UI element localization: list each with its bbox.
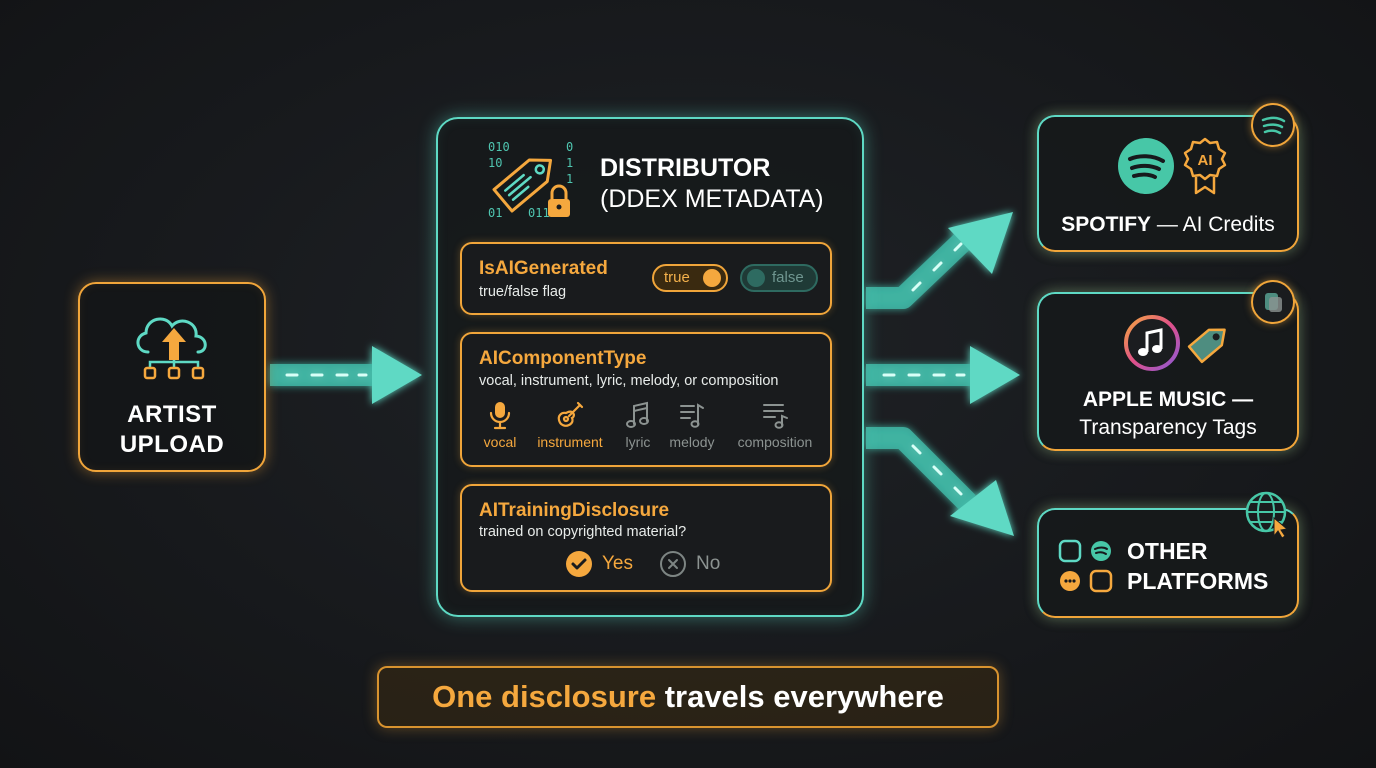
- spotify-corner-badge: [1251, 103, 1295, 147]
- other-platforms-label: OTHER PLATFORMS: [1127, 538, 1269, 594]
- spotify-label: SPOTIFY — AI Credits: [1061, 213, 1275, 236]
- platform-apple-music: APPLE MUSIC — Transparency Tags: [1037, 280, 1299, 451]
- svg-text:0: 0: [566, 140, 573, 154]
- layers-icon: [1265, 293, 1282, 312]
- toggle-knob: [747, 269, 765, 287]
- globe-cursor-icon: [1245, 491, 1289, 539]
- melody-icon: [680, 403, 704, 428]
- metadata-tag-icon: 010 10 0 1 01 011 1: [488, 140, 573, 220]
- app-grid-icon: [1058, 539, 1113, 593]
- apple-corner-badge: [1251, 280, 1295, 324]
- ai-award-badge-icon: AI: [1183, 137, 1227, 195]
- svg-text:10: 10: [488, 156, 502, 170]
- field-is-ai-generated: IsAIGenerated true/false flag true false: [460, 242, 832, 315]
- component-option-vocal[interactable]: vocal: [480, 400, 520, 450]
- spotify-logo-icon: [1118, 138, 1174, 194]
- apple-music-label: APPLE MUSIC — Transparency Tags: [1079, 388, 1257, 439]
- svg-text:011: 011: [528, 206, 550, 220]
- toggle-false[interactable]: false: [740, 264, 818, 292]
- svg-text:1: 1: [566, 172, 573, 186]
- check-icon: [566, 551, 592, 577]
- toggle-knob: [703, 269, 721, 287]
- field-description: vocal, instrument, lyric, melody, or com…: [479, 373, 779, 389]
- svg-text:01: 01: [488, 206, 502, 220]
- option-yes[interactable]: Yes: [566, 550, 633, 578]
- component-option-instrument[interactable]: instrument: [530, 400, 610, 450]
- field-name: IsAIGenerated: [479, 258, 608, 279]
- toggle-true[interactable]: true: [652, 264, 728, 292]
- artist-upload-label: ARTIST UPLOAD: [119, 401, 225, 458]
- composition-icon: [763, 404, 788, 429]
- svg-text:1: 1: [566, 156, 573, 170]
- distributor-title: DISTRIBUTOR (DDEX METADATA): [600, 154, 824, 213]
- option-no[interactable]: No: [660, 550, 720, 578]
- field-description: true/false flag: [479, 284, 567, 300]
- music-note-icon: [626, 401, 649, 428]
- platform-other: OTHER PLATFORMS: [1037, 491, 1299, 618]
- component-option-composition[interactable]: composition: [730, 400, 820, 450]
- cloud-upload-icon: [136, 317, 207, 380]
- tag-icon: [1187, 328, 1226, 364]
- microphone-icon: [489, 402, 511, 430]
- arrow-artist-to-distributor: [270, 346, 422, 404]
- guitar-icon: [557, 401, 584, 427]
- platform-spotify: AI SPOTIFY — AI Credits: [1037, 103, 1299, 252]
- svg-text:010: 010: [488, 140, 510, 154]
- x-circle-icon: [660, 551, 686, 577]
- svg-text:AI: AI: [1198, 152, 1213, 169]
- tagline-banner: One disclosure travels everywhere: [377, 666, 999, 728]
- arrow-to-spotify: [866, 212, 1013, 309]
- component-option-melody[interactable]: melody: [664, 400, 720, 450]
- distributor-node: 010 10 0 1 01 011 1 DISTRIBUTOR (DDEX ME…: [436, 117, 864, 617]
- arrow-to-other-platforms: [866, 427, 1014, 536]
- apple-music-icon: [1124, 315, 1180, 371]
- spotify-waves-icon: [1261, 116, 1286, 135]
- arrow-to-apple-music: [866, 346, 1020, 404]
- field-name: AIComponentType: [479, 348, 647, 369]
- field-ai-component-type: AIComponentType vocal, instrument, lyric…: [460, 332, 832, 467]
- artist-upload-node: ARTIST UPLOAD: [78, 282, 266, 472]
- field-name: AITrainingDisclosure: [479, 500, 670, 521]
- component-option-lyric[interactable]: lyric: [618, 400, 658, 450]
- field-description: trained on copyrighted material?: [479, 524, 687, 540]
- field-ai-training-disclosure: AITrainingDisclosure trained on copyrigh…: [460, 484, 832, 592]
